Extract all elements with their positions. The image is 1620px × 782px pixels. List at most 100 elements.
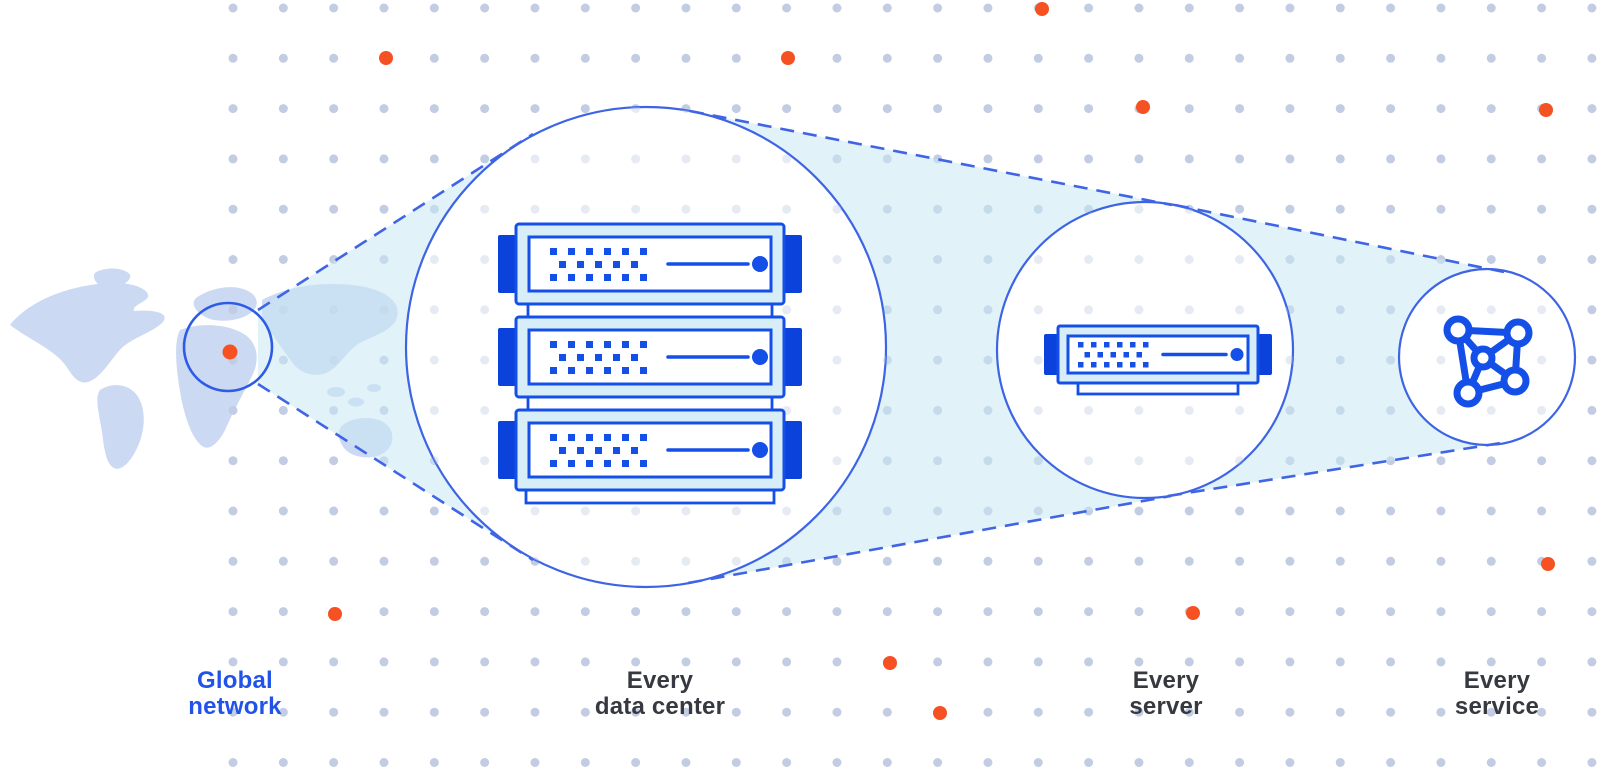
grid-dot	[429, 556, 439, 566]
grid-dot	[1335, 607, 1345, 617]
grid-dot	[1587, 707, 1597, 717]
grid-dot	[530, 657, 540, 667]
grid-dot	[480, 255, 490, 264]
grid-dot	[480, 154, 490, 164]
grid-dot	[480, 607, 490, 617]
grid-dot	[1486, 506, 1496, 516]
grid-dot	[1386, 53, 1396, 63]
grid-dot	[278, 3, 288, 13]
grid-dot	[1436, 758, 1446, 767]
grid-dot	[1436, 456, 1446, 466]
grid-dot	[480, 104, 490, 114]
grid-dot	[228, 758, 238, 767]
grid-dot	[228, 405, 238, 415]
grid-dot	[379, 154, 389, 164]
grid-dot	[1235, 305, 1245, 315]
grid-dot	[1285, 556, 1295, 566]
grid-dot	[631, 154, 641, 164]
grid-dot	[228, 607, 238, 617]
grid-dot	[1486, 607, 1496, 617]
grid-dot	[1335, 707, 1345, 717]
grid-dot	[1033, 305, 1043, 315]
grid-dot	[530, 204, 540, 214]
grid-dot	[1084, 657, 1094, 667]
orange-dots	[328, 2, 1555, 720]
grid-dot	[1033, 154, 1043, 164]
grid-dot	[1335, 53, 1345, 63]
grid-dot	[1235, 556, 1245, 566]
grid-dot	[1436, 204, 1446, 214]
grid-dot	[1134, 204, 1144, 214]
grid-dot	[1184, 758, 1194, 767]
grid-dot	[832, 456, 842, 466]
grid-dot	[882, 607, 892, 617]
grid-dot	[882, 758, 892, 767]
grid-dot	[933, 607, 943, 617]
grid-dot	[228, 255, 238, 264]
grid-dot	[731, 506, 741, 516]
grid-dot	[1386, 607, 1396, 617]
grid-dot	[983, 104, 993, 114]
orange-accent-dot	[1541, 557, 1555, 571]
grid-dot	[1084, 607, 1094, 617]
grid-dot	[1436, 607, 1446, 617]
grid-dot	[480, 556, 490, 566]
grid-dot	[1285, 707, 1295, 717]
grid-dot	[731, 707, 741, 717]
grid-dot	[1134, 154, 1144, 164]
grid-dot	[1184, 3, 1194, 13]
grid-dot	[278, 255, 288, 264]
grid-dot	[1285, 657, 1295, 667]
grid-dot	[1184, 556, 1194, 566]
grid-dot	[782, 154, 792, 164]
grid-dot	[731, 657, 741, 667]
network-mesh-icon	[1443, 315, 1533, 408]
grid-dot	[933, 3, 943, 13]
grid-dot	[429, 405, 439, 415]
grid-dot	[278, 707, 288, 717]
orange-accent-dot	[781, 51, 795, 65]
grid-dot	[983, 607, 993, 617]
grid-dot	[278, 104, 288, 114]
grid-dot	[480, 456, 490, 466]
grid-dot	[631, 506, 641, 516]
grid-dot	[580, 3, 590, 13]
grid-dot	[1537, 305, 1547, 315]
grid-dot	[681, 657, 691, 667]
grid-dot	[782, 204, 792, 214]
grid-dot	[1537, 255, 1547, 264]
grid-dot	[1386, 104, 1396, 114]
grid-dot	[681, 204, 691, 214]
grid-dot	[228, 104, 238, 114]
grid-dot	[1587, 758, 1597, 767]
grid-dot	[1134, 758, 1144, 767]
grid-dot	[832, 255, 842, 264]
grid-dot	[1436, 707, 1446, 717]
grid-dot	[1587, 53, 1597, 63]
grid-dot	[480, 53, 490, 63]
grid-dot	[379, 758, 389, 767]
grid-dot	[480, 3, 490, 13]
grid-dot	[631, 607, 641, 617]
grid-dot	[530, 3, 540, 13]
grid-dot	[631, 3, 641, 13]
grid-dot	[278, 556, 288, 566]
grid-dot	[1587, 405, 1597, 415]
grid-dot	[1235, 657, 1245, 667]
grid-dot	[329, 154, 339, 164]
orange-accent-dot	[933, 706, 947, 720]
grid-dot	[1033, 53, 1043, 63]
grid-dot	[228, 657, 238, 667]
grid-dot	[480, 758, 490, 767]
grid-dot	[1436, 53, 1446, 63]
grid-dot	[429, 255, 439, 264]
grid-dot	[1134, 607, 1144, 617]
grid-dot	[329, 204, 339, 214]
grid-dot	[1285, 355, 1295, 365]
grid-dot	[228, 3, 238, 13]
grid-dot	[1537, 53, 1547, 63]
grid-dot	[1235, 405, 1245, 415]
grid-dot	[379, 657, 389, 667]
grid-dot	[1436, 556, 1446, 566]
orange-accent-dot	[1136, 100, 1150, 114]
